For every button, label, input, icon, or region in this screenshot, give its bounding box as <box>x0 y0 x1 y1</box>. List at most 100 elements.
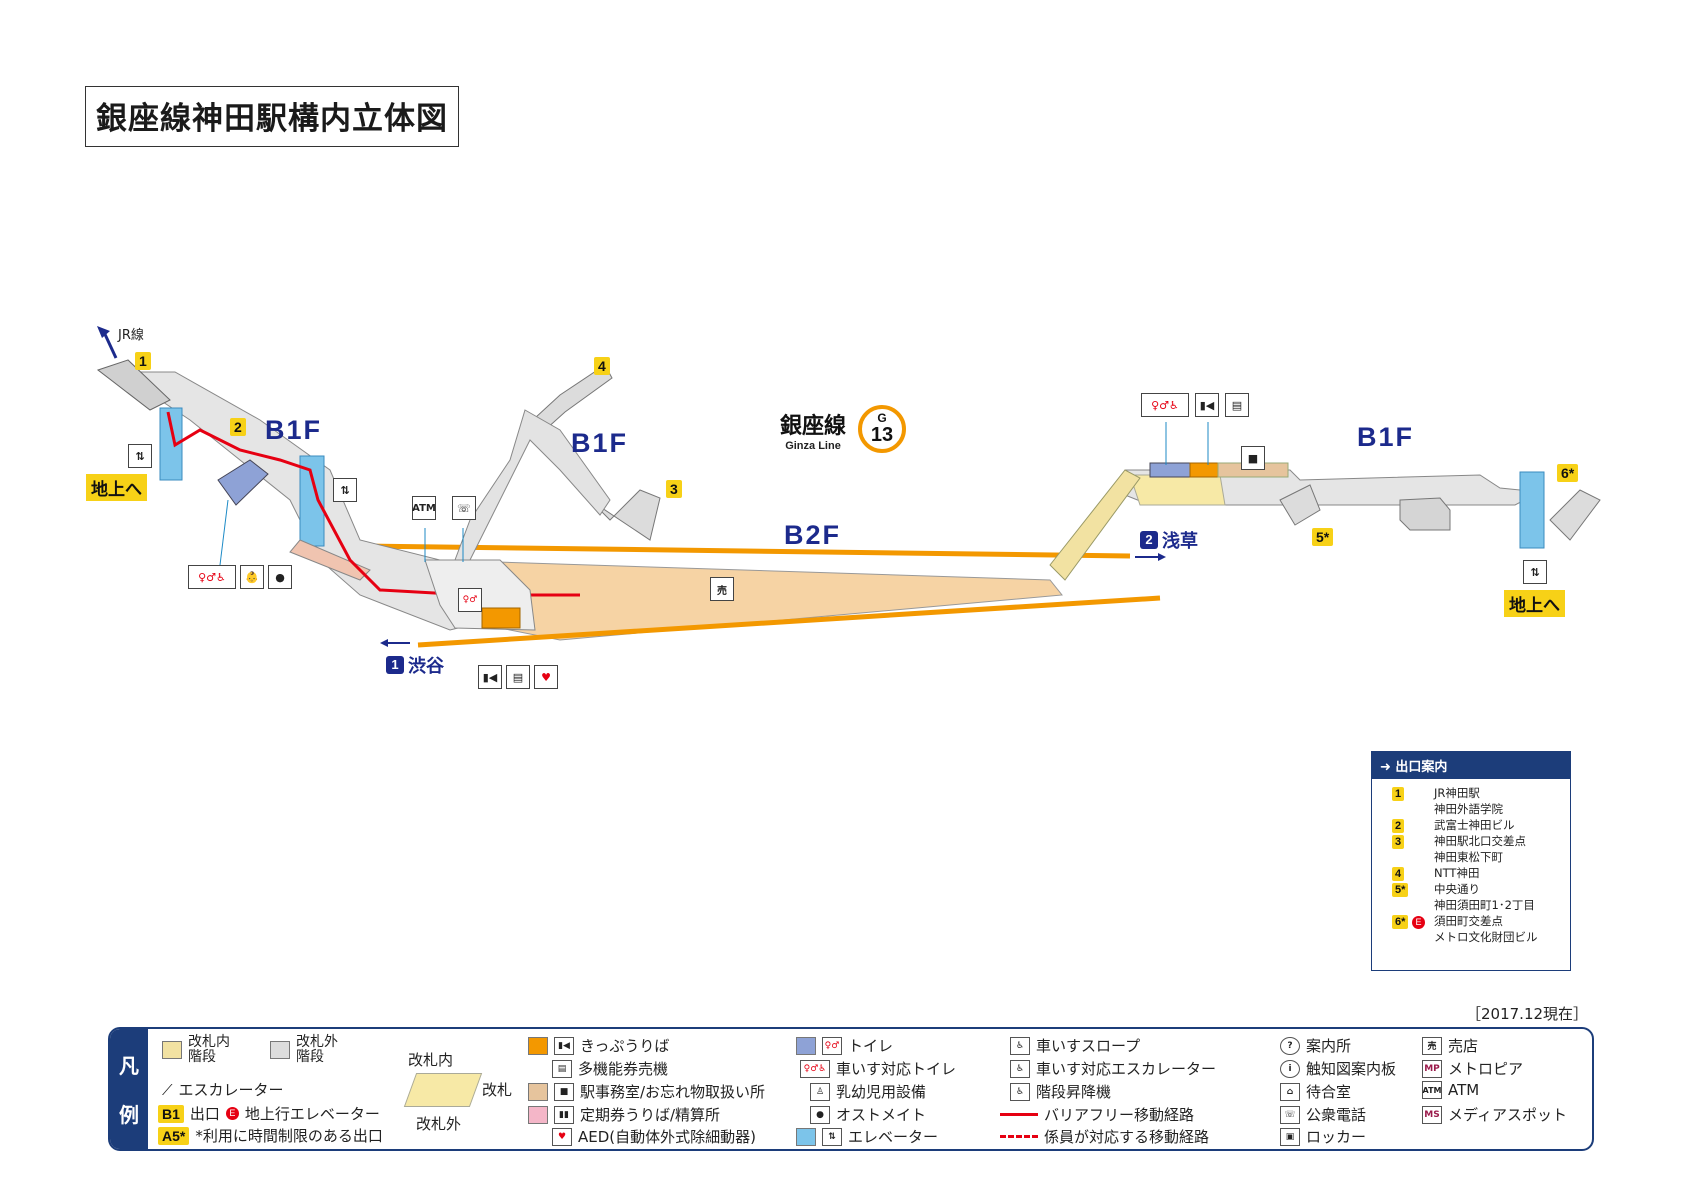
arrow-shibuya-head <box>380 639 388 647</box>
legend-text: 車いすスロープ <box>1036 1037 1141 1055</box>
exit-guide-badge: 5* <box>1392 883 1409 897</box>
legend-elevator: ⇅エレベーター <box>796 1126 938 1147</box>
b2f-platform <box>469 561 1063 641</box>
legend-text: エスカレーター <box>178 1081 284 1099</box>
toilet-icon: ♀♂ <box>822 1036 842 1055</box>
shop-icon: 売 <box>710 577 734 601</box>
exit-guide-badge: 4 <box>1392 867 1405 881</box>
escalator-left <box>289 539 371 581</box>
ticket-icon: ▮◀ <box>554 1036 574 1055</box>
legend-text: 待合室 <box>1306 1083 1352 1101</box>
exit-guide-heading: ➜ 出口案内 <box>1372 752 1570 779</box>
elevator-icon: ⇅ <box>1523 560 1547 584</box>
direction-asakusa: 2 浅草 <box>1140 527 1198 553</box>
arrow-asakusa-head <box>1158 553 1166 561</box>
jr-line-label: JR線 <box>118 328 144 343</box>
atm-icon: ATM <box>412 496 436 520</box>
office-icon: ■ <box>554 1082 574 1101</box>
legend-text: 改札内 階段 <box>188 1034 230 1065</box>
legend-text: 係員が対応する移動経路 <box>1044 1128 1210 1146</box>
legend-wheel-escalator: ♿ 車いす対応エスカレーター <box>1010 1058 1216 1079</box>
escalator-icon: ⟋ <box>162 1080 173 1099</box>
station-code-letter: G <box>877 411 887 425</box>
legend-text: 乳幼児用設備 <box>836 1083 927 1101</box>
ticket-icon: ▮◀ <box>478 665 502 689</box>
floor-label-b1f-right: B1F <box>1357 422 1415 452</box>
right-elevator <box>1519 471 1545 549</box>
right-restroom <box>1149 462 1191 478</box>
legend-text: 地上行エレベーター <box>244 1105 380 1123</box>
direction-shibuya-label: 渋谷 <box>408 656 444 677</box>
station-number-mark: G 13 <box>858 405 906 453</box>
exit-guide-heading-text: 出口案内 <box>1395 760 1448 775</box>
arrow-jr-head <box>97 326 110 338</box>
legend-gate-inside: 改札内 <box>408 1051 454 1069</box>
direction-asakusa-label: 浅草 <box>1162 531 1198 552</box>
legend-text: 駅事務室/お忘れ物取扱い所 <box>580 1083 766 1101</box>
legend-pass: ▮▮定期券うりば/精算所 <box>528 1104 720 1125</box>
exit-guide-row: 神田東松下町 <box>1372 849 1570 865</box>
exit-guide-badge: 1 <box>1392 787 1405 801</box>
direction-shibuya-num: 1 <box>386 656 404 674</box>
legend-stairs-inside: 改札内 階段 <box>162 1035 230 1065</box>
info-icon: ? <box>1280 1036 1300 1055</box>
atm-icon: ATM <box>1422 1081 1442 1099</box>
phone-icon: ☏ <box>1280 1105 1300 1124</box>
legend-text: *利用に時間制限のある出口 <box>195 1127 383 1145</box>
left-elevator <box>159 407 183 481</box>
legend-toilet: ♀♂トイレ <box>796 1035 893 1056</box>
exit-badge-3: 3 <box>666 480 682 498</box>
legend-stairs-outside: 改札外 階段 <box>270 1035 338 1065</box>
gate-diagram <box>403 1073 483 1107</box>
exit-guide-row: 神田須田町1･2丁目 <box>1372 897 1570 913</box>
exit-guide-text: 須田町交差点 <box>1434 914 1503 928</box>
station-name-en: Ginza Line <box>785 440 841 452</box>
staff-route-line <box>1000 1135 1038 1138</box>
elevator-icon: ⇅ <box>333 478 357 502</box>
right-ticket <box>1189 462 1219 478</box>
legend-text: 階段昇降機 <box>1036 1083 1112 1101</box>
elevator-mark: E <box>225 1107 239 1120</box>
aed-icon: ♥ <box>552 1127 572 1146</box>
exit-guide-text: NTT神田 <box>1434 866 1480 880</box>
toilet-icon: ♀♂♿ <box>188 565 236 589</box>
exit-badge-sample: A5* <box>158 1126 190 1145</box>
left-elevator-2 <box>299 455 325 547</box>
exit-guide-text: 神田須田町1･2丁目 <box>1434 898 1535 912</box>
ticket-icon: ▮◀ <box>1195 393 1219 417</box>
direction-asakusa-num: 2 <box>1140 531 1158 549</box>
legend-text: 公衆電話 <box>1306 1106 1367 1124</box>
stairs-icon <box>270 1041 290 1059</box>
exit3-stairs <box>589 489 661 541</box>
legend-office: ■ 駅事務室/お忘れ物取扱い所 <box>528 1081 765 1102</box>
exit-guide-text: 武富士神田ビル <box>1434 818 1515 832</box>
exit-badge-1: 1 <box>135 352 151 370</box>
locker-icon: ▣ <box>1280 1127 1300 1146</box>
legend-text: 出口 <box>189 1105 220 1123</box>
tactile-map-icon: i <box>1280 1059 1300 1078</box>
exit-guide-text: メトロ文化財団ビル <box>1434 930 1538 944</box>
stair-lift-icon: ♿ <box>1010 1082 1030 1101</box>
legend-text: 車いす対応トイレ <box>836 1060 957 1078</box>
barrier-free-line <box>1000 1113 1038 1116</box>
ostomate-icon: ● <box>268 565 292 589</box>
legend-text: 車いす対応エスカレーター <box>1036 1060 1217 1078</box>
aed-icon: ♥ <box>534 665 558 689</box>
legend-text: 改札外 階段 <box>296 1034 338 1065</box>
exit-guide-badge: 6* <box>1392 915 1409 929</box>
exit5-stairs <box>1279 484 1321 526</box>
wheelchair-escalator-icon: ♿ <box>1010 1059 1030 1078</box>
office-swatch <box>528 1082 548 1101</box>
legend-time-limited: A5* *利用に時間制限のある出口 <box>158 1125 383 1146</box>
left-restroom-block <box>217 459 269 506</box>
multi-ticket-icon: ▤ <box>1225 393 1249 417</box>
legend-shop: 売売店 <box>1422 1035 1478 1056</box>
slope-icon: ♿ <box>1010 1036 1030 1055</box>
leader-left-restroom <box>219 499 229 566</box>
direction-shibuya: 1 渋谷 <box>386 652 444 678</box>
